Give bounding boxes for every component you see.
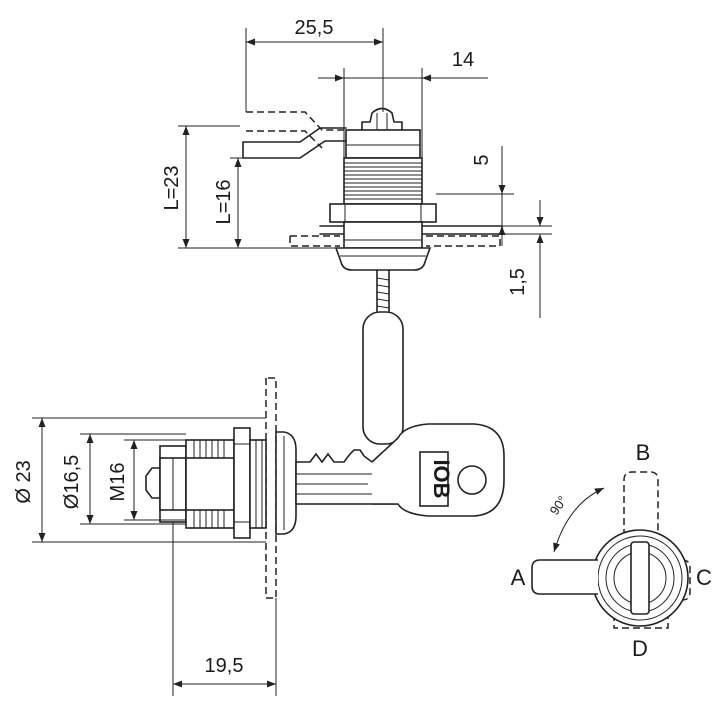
dimension-diameter-23: Ø 23 — [13, 417, 266, 543]
keyway-slot — [630, 541, 650, 615]
dim-l16-label: L=16 — [213, 179, 235, 224]
cam-screw — [361, 107, 403, 131]
side-view — [242, 107, 503, 445]
dim-14-label: 14 — [452, 49, 474, 71]
cam-position-d — [613, 614, 669, 629]
lock-body-head — [345, 129, 421, 159]
dim-dia16-5-label: Ø16,5 — [61, 455, 83, 509]
cam-position-b — [623, 471, 659, 536]
thread-lines — [344, 162, 422, 200]
rotation-angle-label: 90° — [547, 493, 571, 518]
dimension-diameter-16-5: Ø16,5 — [61, 433, 186, 525]
dim-25-5-label: 25,5 — [295, 17, 334, 39]
nut — [329, 203, 437, 223]
dimension-5: 5 — [436, 146, 514, 246]
dim-l23-label: L=23 — [161, 165, 183, 210]
cam-solid — [242, 127, 347, 159]
dim-5-label: 5 — [471, 154, 493, 165]
dimension-length: L=23 L=16 — [161, 125, 336, 249]
dim-dia23-label: Ø 23 — [13, 460, 35, 503]
dimension-14: 14 — [318, 49, 488, 158]
key-head-side — [362, 311, 404, 445]
position-d-label: D — [632, 636, 648, 661]
front-view: IOB — [145, 377, 505, 599]
position-c-label: C — [696, 565, 712, 590]
panel-dashed — [265, 377, 277, 599]
dim-19-5-label: 19,5 — [205, 655, 244, 677]
dimension-thread-m16: M16 — [107, 439, 186, 521]
position-b-label: B — [636, 440, 651, 465]
rotation-arrow — [553, 487, 605, 553]
key-logo-box — [419, 451, 449, 507]
cam-position-a — [531, 559, 598, 595]
key-logo: IOB — [429, 459, 454, 498]
dimension-19-5: 19,5 — [172, 522, 277, 696]
dim-m16-label: M16 — [107, 463, 129, 502]
key-shaft-side — [376, 269, 390, 313]
threaded-body — [343, 157, 423, 205]
dim-1-5-label: 1,5 — [507, 268, 529, 296]
key-ring-hole — [457, 465, 487, 495]
dimension-1-5: 1,5 — [502, 200, 552, 318]
front-bezel — [275, 431, 297, 535]
bezel — [334, 247, 432, 271]
dimension-25-5: 25,5 — [245, 17, 384, 112]
front-screw — [145, 467, 161, 499]
position-a-label: A — [511, 565, 526, 590]
cam-position-view: 90° B A C D — [511, 440, 712, 661]
cam-dashed-position — [246, 111, 346, 149]
